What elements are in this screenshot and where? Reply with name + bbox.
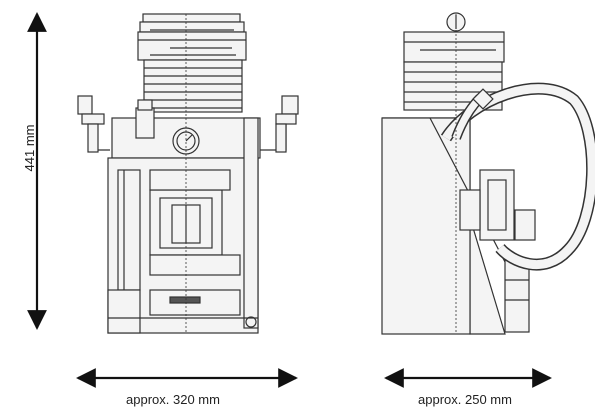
side-view-compressor xyxy=(381,12,595,335)
width-front-dimension-label: approx. 320 mm xyxy=(126,392,220,407)
front-view-compressor xyxy=(77,13,299,334)
depth-side-dimension-label: approx. 250 mm xyxy=(418,392,512,407)
height-dimension-label: 441 mm xyxy=(21,124,37,172)
